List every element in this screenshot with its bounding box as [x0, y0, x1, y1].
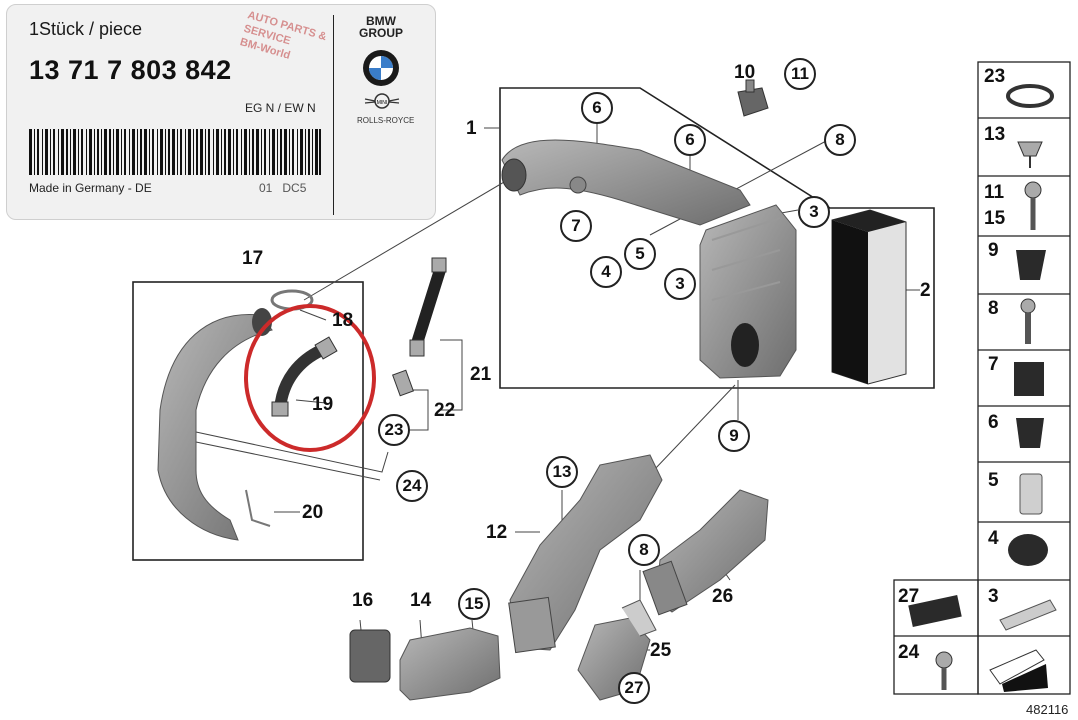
sidebar-item-23: 23	[984, 66, 1006, 87]
sidebar-item-7: 7	[988, 354, 999, 375]
callout-3b: 3	[664, 268, 696, 300]
sidebar-item-5: 5	[988, 470, 999, 491]
label-18: 18	[332, 310, 354, 331]
callout-5: 5	[624, 238, 656, 270]
callout-8: 8	[824, 124, 856, 156]
bmw-roundel-icon	[363, 50, 399, 86]
part-filter-housing-3	[699, 204, 797, 379]
sidebar-part-icons	[908, 84, 1057, 692]
part-air-filter-2	[831, 209, 907, 385]
sidebar-item-8: 8	[988, 298, 999, 319]
label-21: 21	[470, 364, 492, 385]
air-filter-group-box	[499, 87, 935, 389]
part-label-sticker: 1Stück / piece 13 71 7 803 842 AUTO PART…	[6, 4, 436, 220]
callout-24: 24	[396, 470, 428, 502]
code-a: 01	[259, 181, 273, 195]
callout-9: 9	[718, 420, 750, 452]
callout-7: 7	[560, 210, 592, 242]
part-connector-22	[392, 369, 414, 397]
part-hose-19	[271, 336, 338, 417]
sidebar-item-3: 3	[988, 586, 999, 607]
label-code: 01 DC5	[259, 181, 306, 195]
callout-27: 27	[618, 672, 650, 704]
callout-15: 15	[458, 588, 490, 620]
part-intake-hose-17	[157, 308, 273, 541]
sidebar-item-9: 9	[988, 240, 999, 261]
sidebar-item-27: 27	[898, 586, 920, 607]
part-duct-12	[508, 454, 663, 654]
mini-logo-icon: MINI	[364, 93, 400, 109]
label-25: 25	[650, 640, 672, 661]
rolls-royce-logo: ROLLS-ROYCE	[357, 116, 415, 125]
sidebar-item-6: 6	[988, 412, 999, 433]
label-26: 26	[712, 586, 734, 607]
svg-text:MINI: MINI	[377, 100, 388, 106]
callout-6: 6	[581, 92, 613, 124]
part-bracket-14	[399, 627, 501, 701]
label-2: 2	[920, 280, 931, 301]
callout-3: 3	[798, 196, 830, 228]
part-number: 13 71 7 803 842	[29, 55, 232, 85]
barcode	[29, 129, 321, 175]
callout-8b: 8	[628, 534, 660, 566]
label-divider	[333, 15, 334, 215]
label-17: 17	[242, 248, 264, 269]
part-clip-20	[245, 489, 271, 527]
part-intake-pipe-1	[501, 139, 751, 226]
quantity-text: 1Stück / piece	[29, 19, 143, 39]
highlight-circle	[244, 304, 376, 452]
code-b: DC5	[282, 181, 307, 195]
label-22: 22	[434, 400, 456, 421]
callout-6b: 6	[674, 124, 706, 156]
callout-23: 23	[378, 414, 410, 446]
sidebar-item-13: 13	[984, 124, 1006, 145]
label-16: 16	[352, 590, 374, 611]
part-hose-21	[409, 257, 447, 357]
callout-4: 4	[590, 256, 622, 288]
callout-11: 11	[784, 58, 816, 90]
sidebar-item-24: 24	[898, 642, 920, 663]
label-20: 20	[302, 502, 324, 523]
sidebar-item-11: 11	[984, 182, 1005, 203]
label-12: 12	[486, 522, 508, 543]
sidebar-item-15: 15	[984, 208, 1006, 229]
part-sensor-10	[737, 79, 769, 117]
label-10: 10	[734, 62, 756, 83]
fastener-sidebar	[893, 61, 1071, 695]
label-14: 14	[410, 590, 432, 611]
label-1: 1	[466, 118, 477, 139]
part-grille-16	[349, 629, 391, 683]
made-in-text: Made in Germany - DE	[29, 181, 152, 195]
part-duct-26	[642, 489, 769, 616]
label-19: 19	[312, 394, 334, 415]
callout-13: 13	[546, 456, 578, 488]
eg-ew-text: EG N / EW N	[245, 101, 316, 115]
diagram-number: 482116	[1026, 702, 1069, 717]
sidebar-item-4: 4	[988, 528, 999, 549]
